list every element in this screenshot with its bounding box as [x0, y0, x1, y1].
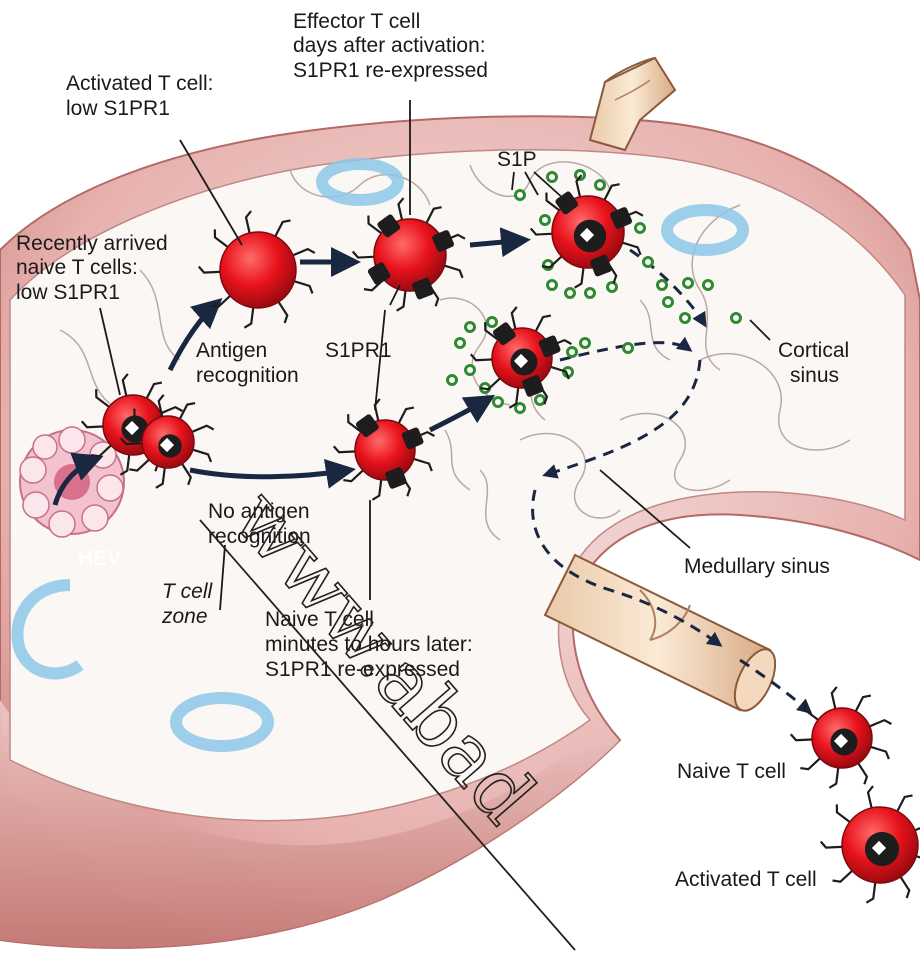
s1p-dot [566, 289, 575, 298]
s1p-dot [644, 258, 653, 267]
cell-process [821, 842, 844, 848]
label-medullary-sinus: Medullary sinus [684, 555, 830, 578]
cell-body [220, 232, 296, 308]
label-s1p: S1P [497, 148, 537, 171]
label-s1pr1: S1PR1 [325, 339, 392, 362]
cell-process [868, 786, 873, 810]
label-tcell-zone-2: zone [161, 605, 208, 628]
label-activated-2: low S1PR1 [66, 97, 170, 120]
label-recent-3: low S1PR1 [16, 281, 120, 304]
s1p-dot [516, 191, 525, 200]
cell-process [837, 804, 851, 823]
s1p-dot [664, 298, 673, 307]
label-cortical-2: sinus [790, 364, 839, 387]
s1p-dot [516, 404, 525, 413]
s1p-dot [568, 348, 577, 357]
s1p-dot [581, 339, 590, 348]
label-effector-2: days after activation: [293, 34, 486, 57]
cell-process [791, 734, 814, 740]
cell-process [869, 746, 889, 759]
label-activated-out: Activated T cell [675, 868, 817, 891]
s1p-dot [536, 396, 545, 405]
label-naive-out: Naive T cell [677, 760, 786, 783]
s1p-dot [658, 281, 667, 290]
label-effector-3: S1PR1 re-expressed [293, 59, 488, 82]
s1p-dot [681, 314, 690, 323]
s1p-dot [494, 398, 503, 407]
s1p-dot [608, 283, 617, 292]
label-antigen-1: Antigen [196, 339, 267, 362]
label-cortical-1: Cortical [778, 339, 849, 362]
s1p-dot [684, 279, 693, 288]
label-antigen-2: recognition [196, 364, 299, 387]
cell-process [832, 870, 853, 882]
s1p-dot [732, 314, 741, 323]
cell-process [829, 766, 838, 788]
hev-vessel [20, 427, 124, 537]
s1p-dot [466, 323, 475, 332]
label-activated-1: Activated T cell: [66, 72, 213, 95]
naive-t-cell-out [791, 687, 892, 788]
cell-process [855, 696, 871, 713]
s1p-dot [448, 376, 457, 385]
label-recent-1: Recently arrived [16, 232, 168, 255]
label-tcell-zone-1: T cell [162, 580, 214, 603]
cell-process [800, 757, 821, 769]
cell-process [857, 762, 866, 784]
cell-process [896, 795, 912, 812]
cell-process [805, 702, 819, 721]
s1p-dot [541, 216, 550, 225]
cell-process [832, 687, 837, 710]
s1p-dot [704, 281, 713, 290]
s1p-dot [624, 344, 633, 353]
s1p-dot [636, 224, 645, 233]
s1p-dot [586, 289, 595, 298]
label-effector-1: Effector T cell [293, 10, 420, 33]
s1p-dot [488, 318, 497, 327]
cell-process [900, 875, 910, 898]
activated-t-cell-out [821, 786, 920, 903]
s1p-dot [596, 181, 605, 190]
s1p-dot [548, 173, 557, 182]
cell-process [868, 720, 891, 727]
s1p-dot [466, 366, 475, 375]
s1p-dot [548, 281, 557, 290]
cell-process [866, 881, 875, 903]
label-recent-2: naive T cells: [16, 256, 138, 279]
label-hev: HEV [78, 547, 121, 570]
s1p-dot [456, 339, 465, 348]
